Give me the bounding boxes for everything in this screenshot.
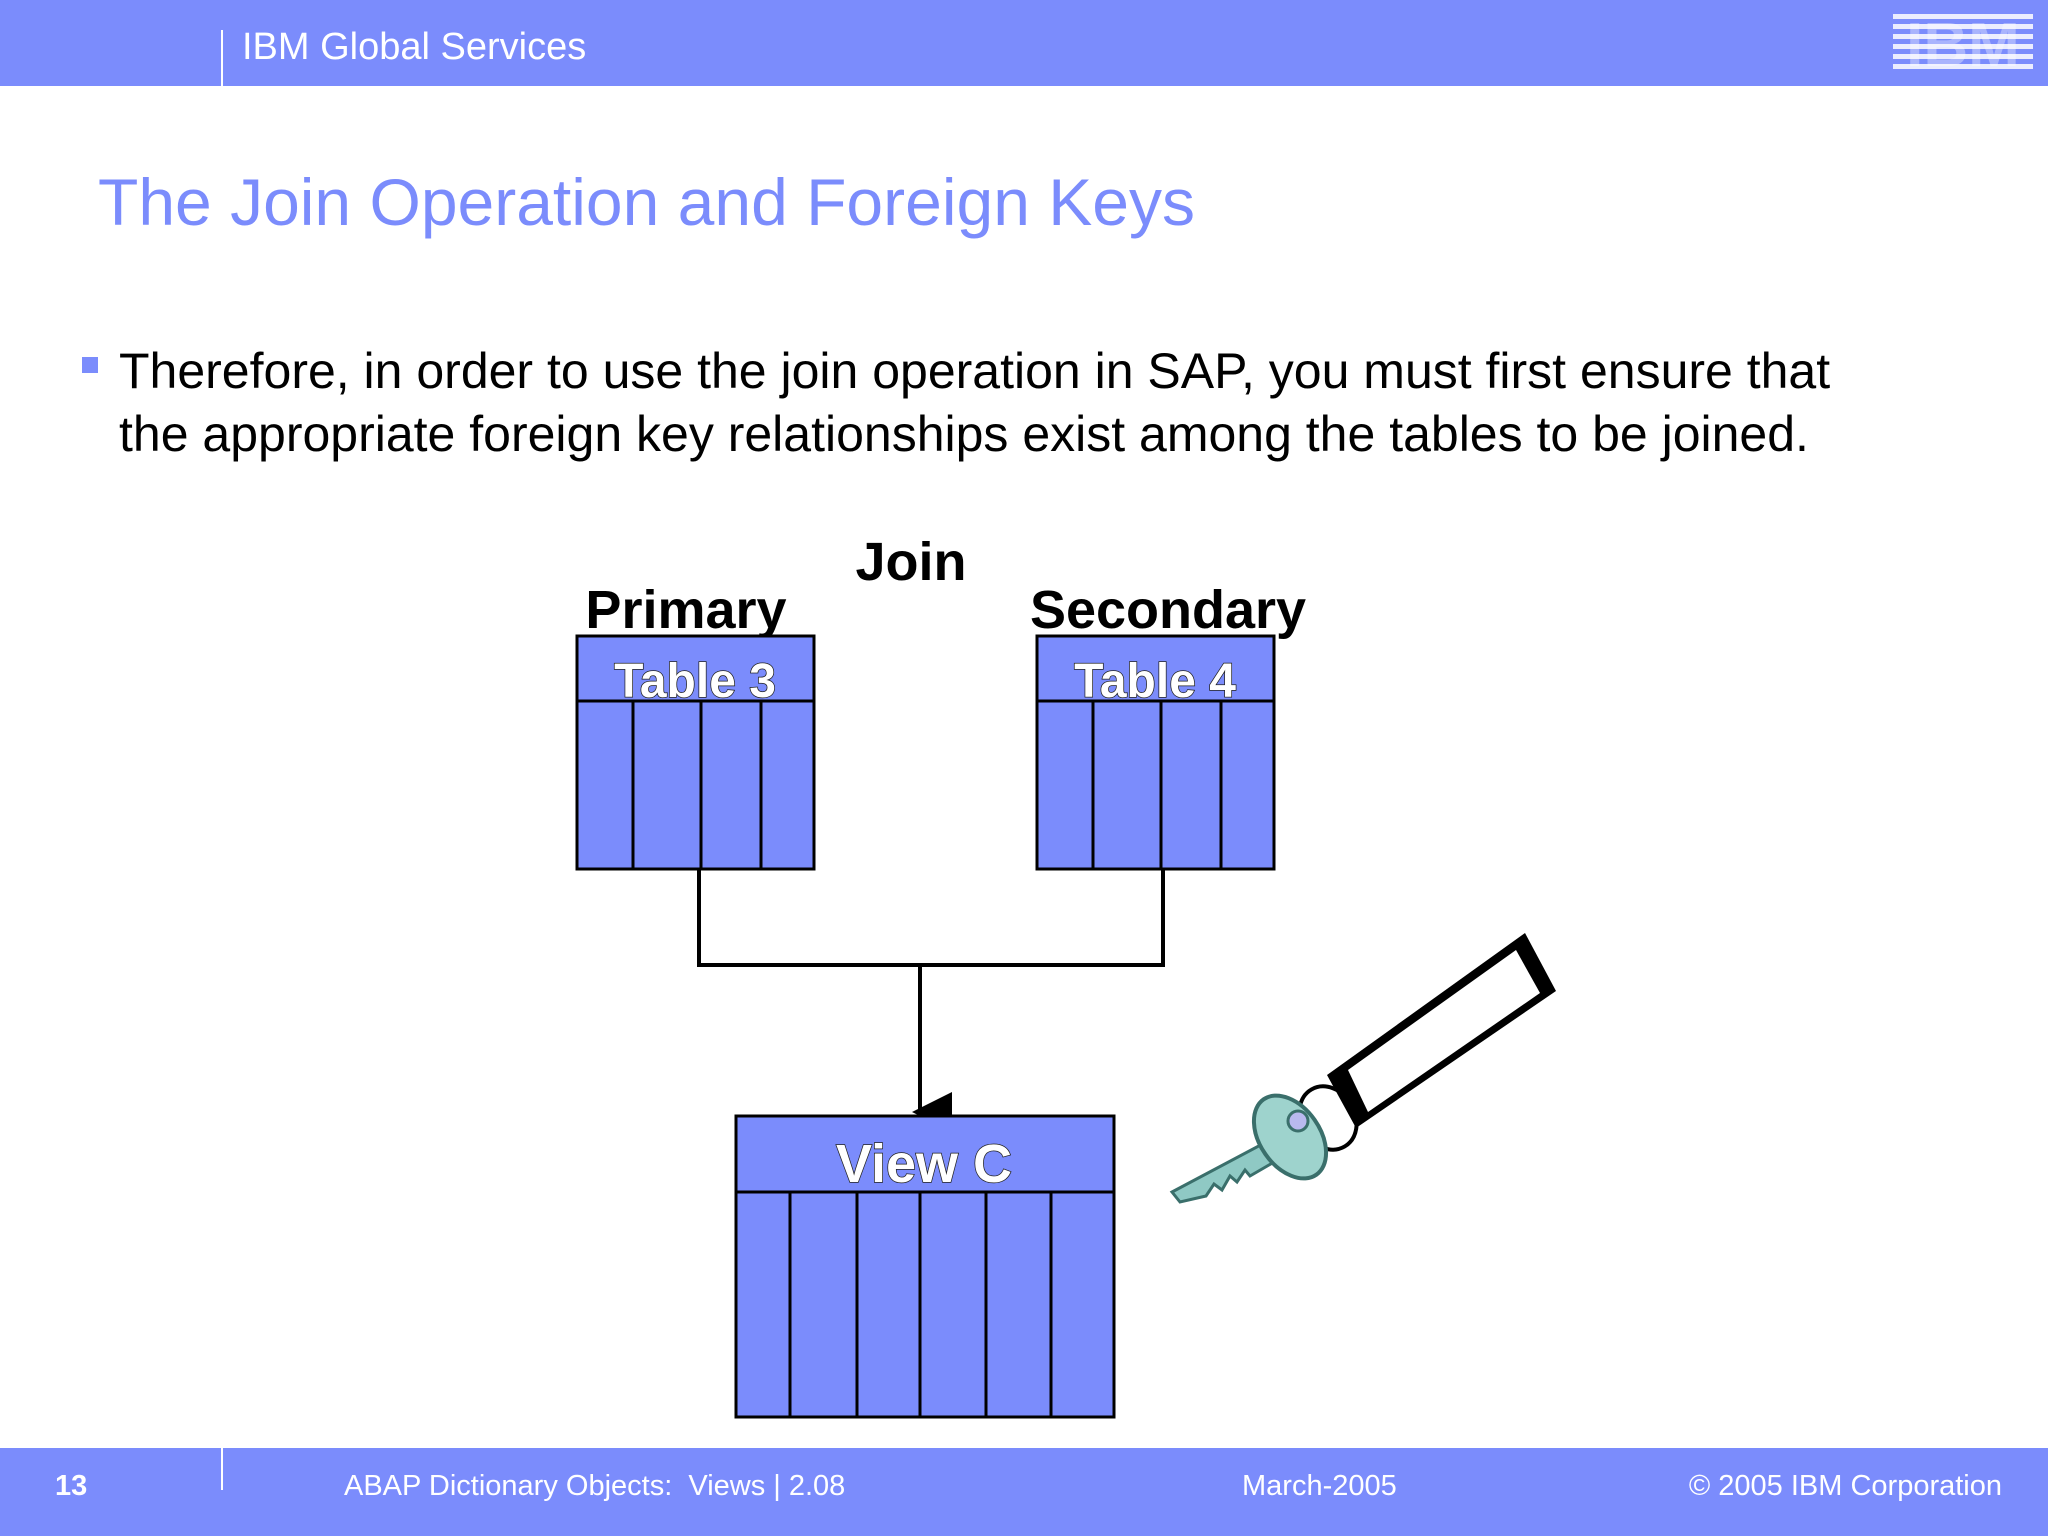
secondary-label: Secondary [1030,580,1306,640]
table-3-label: Table 3 [614,655,776,708]
header-brand: IBM Global Services [242,26,587,68]
join-label: Join [855,532,966,592]
bullet-square-icon [82,357,98,373]
ibm-logo-icon: IBM [1893,12,2033,72]
page-number: 13 [55,1470,88,1502]
primary-label: Primary [585,580,786,640]
table-3-box: Table 3 [575,634,816,871]
join-connector [697,869,1165,1132]
footer-course: ABAP Dictionary Objects: Views | 2.08 [344,1470,846,1502]
key-icon [1169,933,1556,1204]
slide-title: The Join Operation and Foreign Keys [98,165,1195,239]
header-bar: IBM Global Services IBM [0,0,2048,86]
bullet-line-1: Therefore, in order to use the join oper… [119,343,1831,399]
footer-date: March-2005 [1242,1470,1397,1502]
bullet-paragraph: Therefore, in order to use the join oper… [119,340,1919,466]
view-c-box: View C [734,1114,1116,1419]
ibm-logo-text: IBM [1906,12,2020,72]
bullet-line-2: the appropriate foreign key relationship… [119,406,1809,462]
header-divider [221,30,223,86]
footer-divider [221,1448,223,1490]
view-c-label: View C [836,1134,1012,1194]
footer-copyright: © 2005 IBM Corporation [1688,1470,2002,1502]
table-4-label: Table 4 [1074,655,1236,708]
table-4-box: Table 4 [1035,634,1276,871]
footer-bar: 13 ABAP Dictionary Objects: Views | 2.08… [0,1448,2048,1536]
